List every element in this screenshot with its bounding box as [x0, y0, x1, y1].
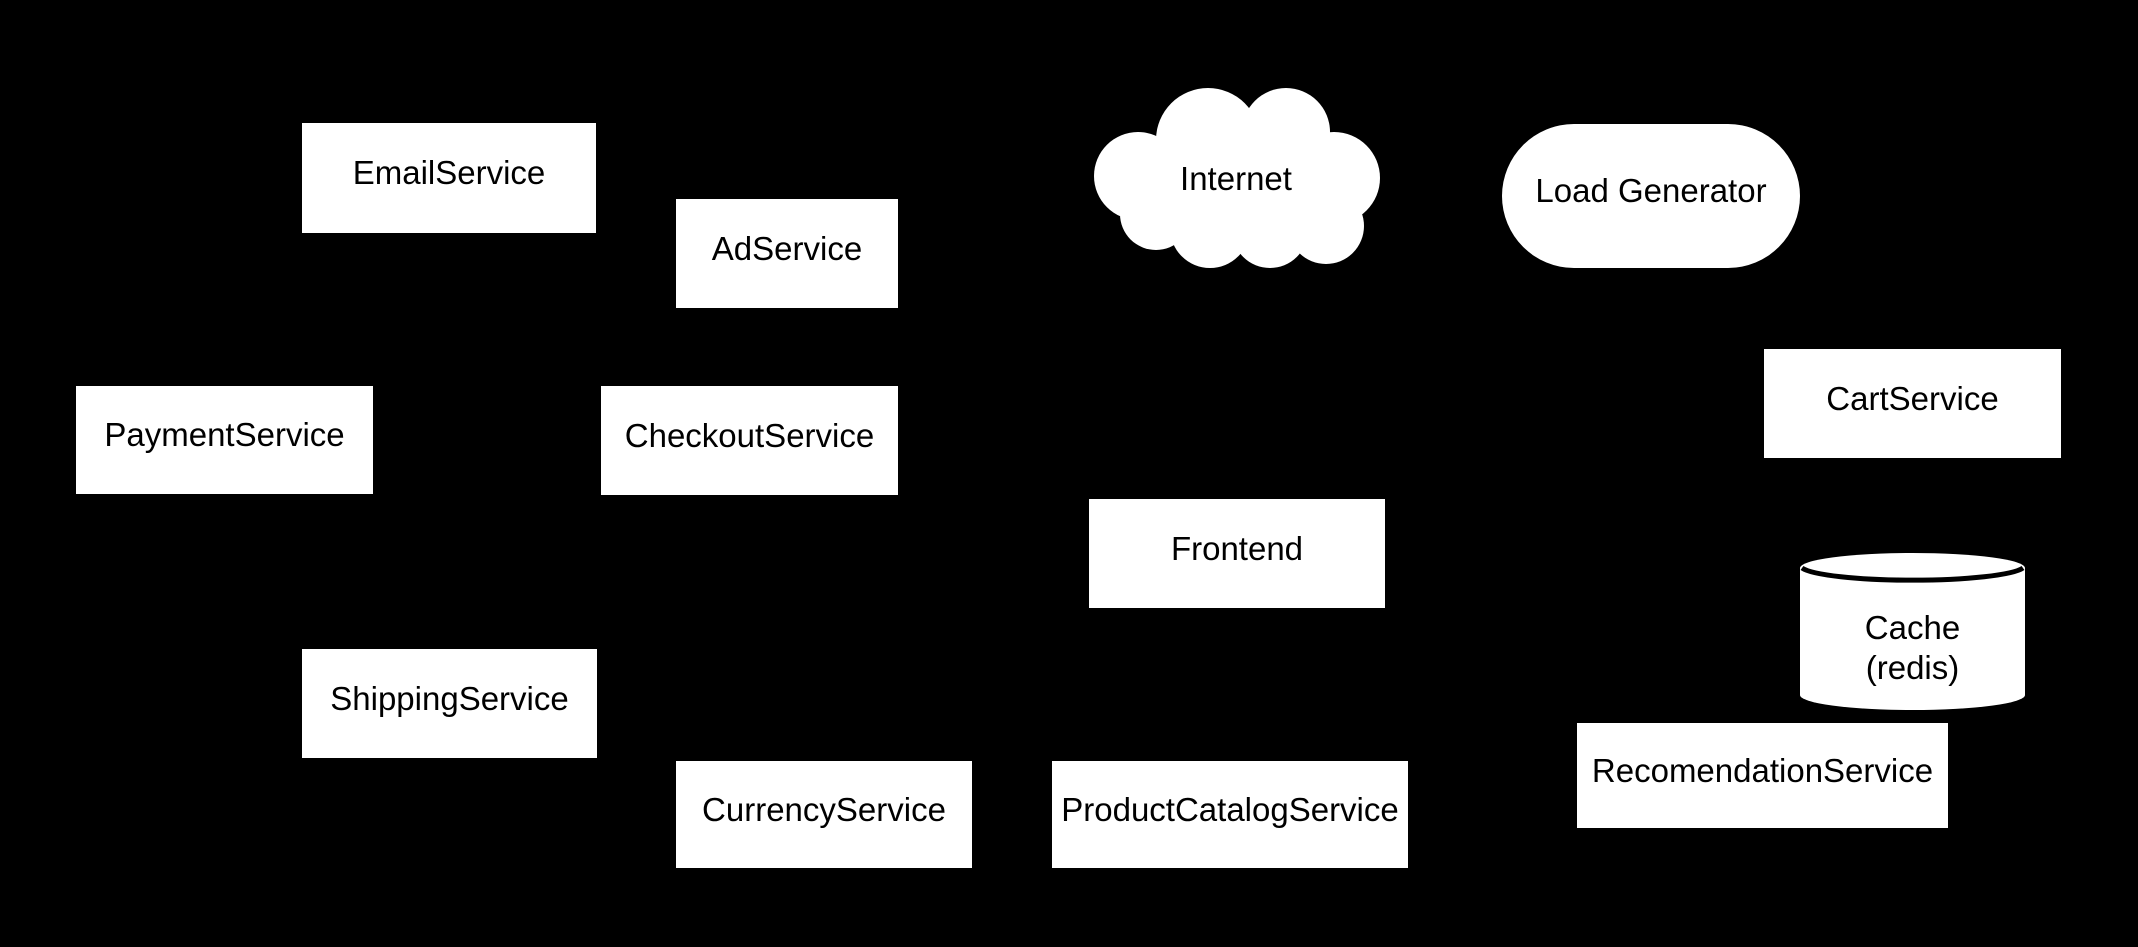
node-checkoutservice-label: CheckoutService	[624, 416, 875, 454]
node-cartservice-label: CartService	[1826, 379, 1999, 417]
cache-cylinder-icon	[1800, 553, 2025, 710]
node-frontend: Frontend	[1089, 499, 1385, 608]
node-adservice: AdService	[676, 199, 898, 308]
node-adservice-label: AdService	[711, 229, 863, 267]
node-load-generator: Load Generator	[1502, 124, 1800, 268]
node-currencyservice-label: CurrencyService	[702, 790, 946, 828]
node-productcatalogservice: ProductCatalogService	[1052, 761, 1408, 868]
node-paymentservice: PaymentService	[76, 386, 373, 494]
node-paymentservice-label: PaymentService	[104, 416, 345, 454]
node-productcatalogservice-label: ProductCatalogService	[1061, 790, 1399, 828]
node-cache-redis: Cache (redis)	[1800, 553, 2025, 710]
node-cartservice: CartService	[1764, 349, 2061, 458]
node-shippingservice-label: ShippingService	[330, 679, 569, 717]
node-internet-label: Internet	[1180, 160, 1292, 198]
node-recomendationservice: RecomendationService	[1577, 723, 1948, 828]
node-cache-label-line1: Cache	[1864, 608, 1961, 646]
node-frontend-label: Frontend	[1170, 529, 1304, 567]
node-internet: Internet	[1090, 88, 1382, 270]
node-checkoutservice: CheckoutService	[601, 386, 898, 495]
node-emailservice-label: EmailService	[352, 154, 546, 192]
node-emailservice: EmailService	[302, 123, 596, 233]
node-shippingservice: ShippingService	[302, 649, 597, 758]
node-load-generator-label: Load Generator	[1535, 172, 1767, 210]
node-cache-label-line2: (redis)	[1865, 648, 1960, 686]
internet-cloud-icon	[1094, 88, 1380, 268]
node-currencyservice: CurrencyService	[676, 761, 972, 868]
node-recomendationservice-label: RecomendationService	[1591, 751, 1934, 789]
